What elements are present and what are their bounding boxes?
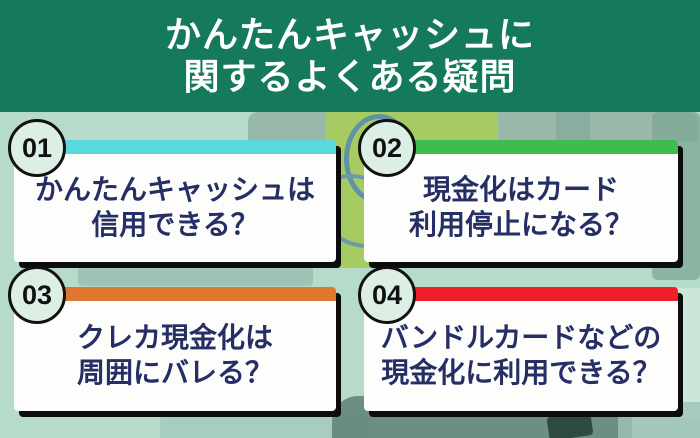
- page-title-line-2: 関するよくある疑問: [183, 56, 517, 97]
- page-title-line-1: かんたんキャッシュに: [164, 13, 535, 55]
- card-02-number: 02: [371, 132, 403, 163]
- faq-card-01: 01 かんたんキャッシュは 信用できる？: [8, 119, 336, 262]
- card-04-question: バンドルカードなどの 現金化に利用できる？: [364, 301, 678, 411]
- card-04-number: 04: [371, 279, 403, 310]
- card-04-question-line-2: 現金化に利用できる？: [381, 357, 661, 388]
- card-03-number: 03: [21, 279, 53, 310]
- card-04-number-badge: 04: [358, 266, 416, 324]
- faq-card-02: 02 現金化はカード 利用停止になる？: [358, 119, 678, 262]
- card-03-question: クレカ現金化は 周囲にバレる？: [14, 301, 336, 411]
- bg-silhouette-middle: [78, 264, 313, 286]
- card-01-number: 01: [21, 132, 53, 163]
- card-01-accent-bar: [14, 140, 336, 154]
- card-02-question-line-1: 現金化はカード: [422, 174, 619, 206]
- header-banner: かんたんキャッシュに 関するよくある疑問: [0, 0, 700, 112]
- card-03-accent-bar: [14, 287, 336, 301]
- card-02-question: 現金化はカード 利用停止になる？: [364, 154, 678, 262]
- card-01-question: かんたんキャッシュは 信用できる？: [14, 154, 336, 262]
- bg-silhouette-tie: [546, 411, 594, 438]
- card-04-accent-bar: [364, 287, 678, 301]
- card-01-question-line-1: かんたんキャッシュは: [34, 174, 315, 206]
- faq-card-03: 03 クレカ現金化は 周囲にバレる？: [8, 266, 336, 411]
- card-02-question-line-2: 利用停止になる？: [408, 209, 633, 240]
- card-02-number-badge: 02: [358, 119, 416, 177]
- card-03-number-badge: 03: [8, 266, 66, 324]
- card-01-question-line-2: 信用できる？: [91, 209, 259, 240]
- card-03-question-line-2: 周囲にバレる？: [76, 357, 273, 388]
- card-02-accent-bar: [364, 140, 678, 154]
- card-04-question-line-1: バンドルカードなどの: [380, 322, 662, 354]
- bg-highlight-right-lower: [676, 288, 700, 418]
- card-01-number-badge: 01: [8, 119, 66, 177]
- faq-card-04: 04 バンドルカードなどの 現金化に利用できる？: [358, 266, 678, 411]
- card-03-question-line-1: クレカ現金化は: [76, 322, 273, 354]
